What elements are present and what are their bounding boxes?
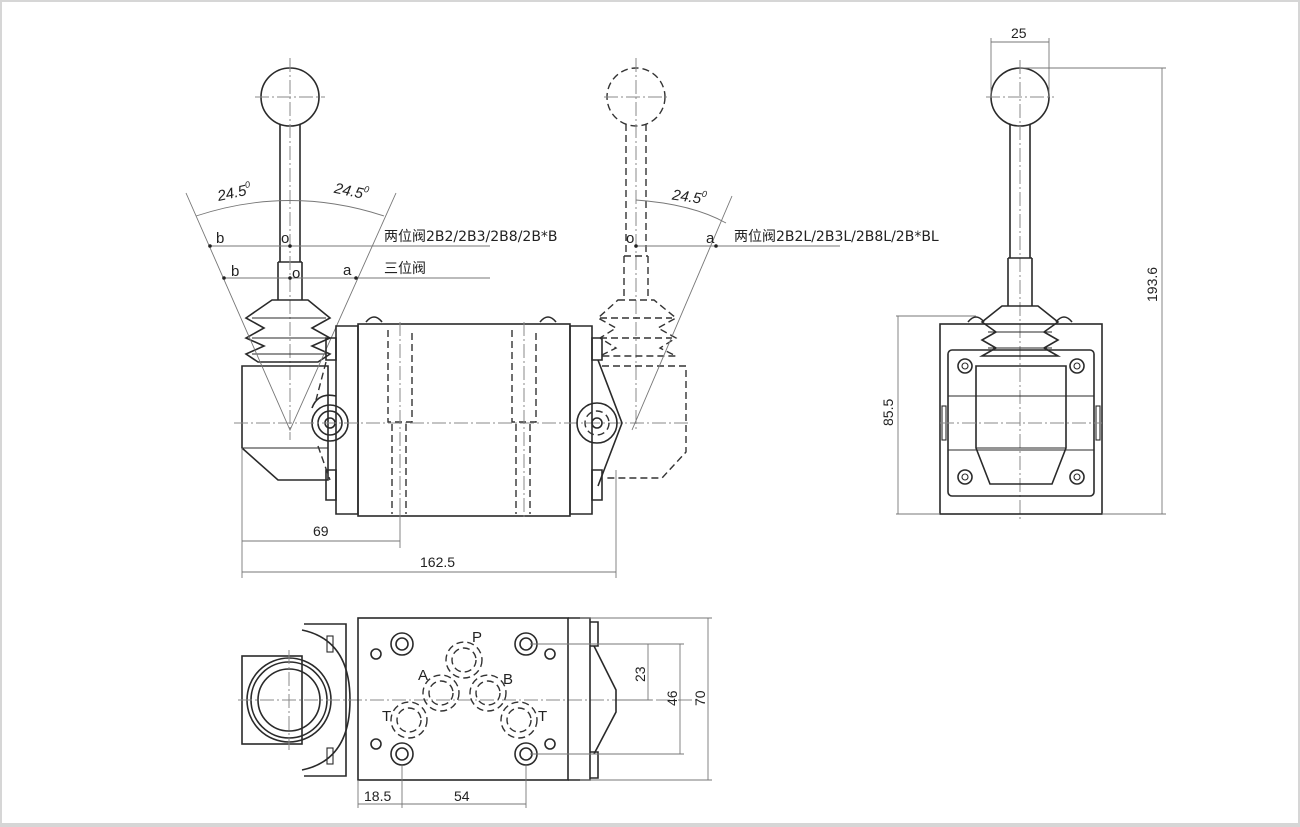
alt-position-o: o [626,230,634,247]
mounting-face [357,617,569,781]
dim-18-5: 18.5 [364,788,391,804]
position-b-upper: b [216,230,224,247]
dim-23: 23 [632,666,648,682]
angle-label-right: 24.50 [332,178,370,204]
angle-arc [195,200,385,217]
alt-angle-label: 24.50 [670,184,708,208]
end-cap-right [569,325,593,515]
bolt-holes [370,632,556,766]
port-T-left-label: T [382,708,391,725]
bottom-view: P A B T T 23 46 70 18.5 54 [238,617,712,808]
alt-position-a: a [706,230,715,247]
port-B-label: B [503,671,513,688]
rubber-boot [244,299,332,363]
alt-angle-arc [635,199,727,224]
lever-housing [241,365,329,481]
position-b-lower: b [231,263,239,280]
valve-body [357,323,571,517]
dim-25: 25 [1011,25,1027,41]
dim-85-5: 85.5 [880,399,896,426]
label-two-position-valve-L: 两位阀2B2L/2B3L/2B8L/2B*BL [734,229,939,245]
front-view: 24.50 24.50 b o b o a 两位阀2B2/2B3/2B8/2B*… [185,58,690,578]
port-P-label: P [472,629,482,646]
position-o-upper: o [281,230,289,247]
position-a-lower: a [343,262,352,279]
side-lever-housing [975,365,1067,485]
angle-label-left: 24.50 [214,179,252,205]
label-three-position-valve: 三位阀 [384,261,426,277]
port-A-label: A [418,667,428,684]
dim-46: 46 [664,690,680,706]
alt-swing-limit [631,195,733,431]
position-o-lower: o [292,265,300,282]
alt-lever-view: 24.50 o a 两位阀2B2L/2B3L/2B8L/2B*BL [596,58,939,479]
dim-70: 70 [692,690,708,706]
label-two-position-valve: 两位阀2B2/2B3/2B8/2B*B [384,229,558,245]
port-T-right-label: T [538,708,547,725]
dim-162-5: 162.5 [420,554,455,570]
dim-54: 54 [454,788,470,804]
dim-69: 69 [313,523,329,539]
lever-shaft [279,124,301,262]
side-view: 25 193.6 85.5 [880,25,1166,520]
dim-193-6: 193.6 [1144,267,1160,302]
side-body-outline [939,323,1103,515]
swing-limit-lines [185,192,397,432]
ports [390,641,538,739]
